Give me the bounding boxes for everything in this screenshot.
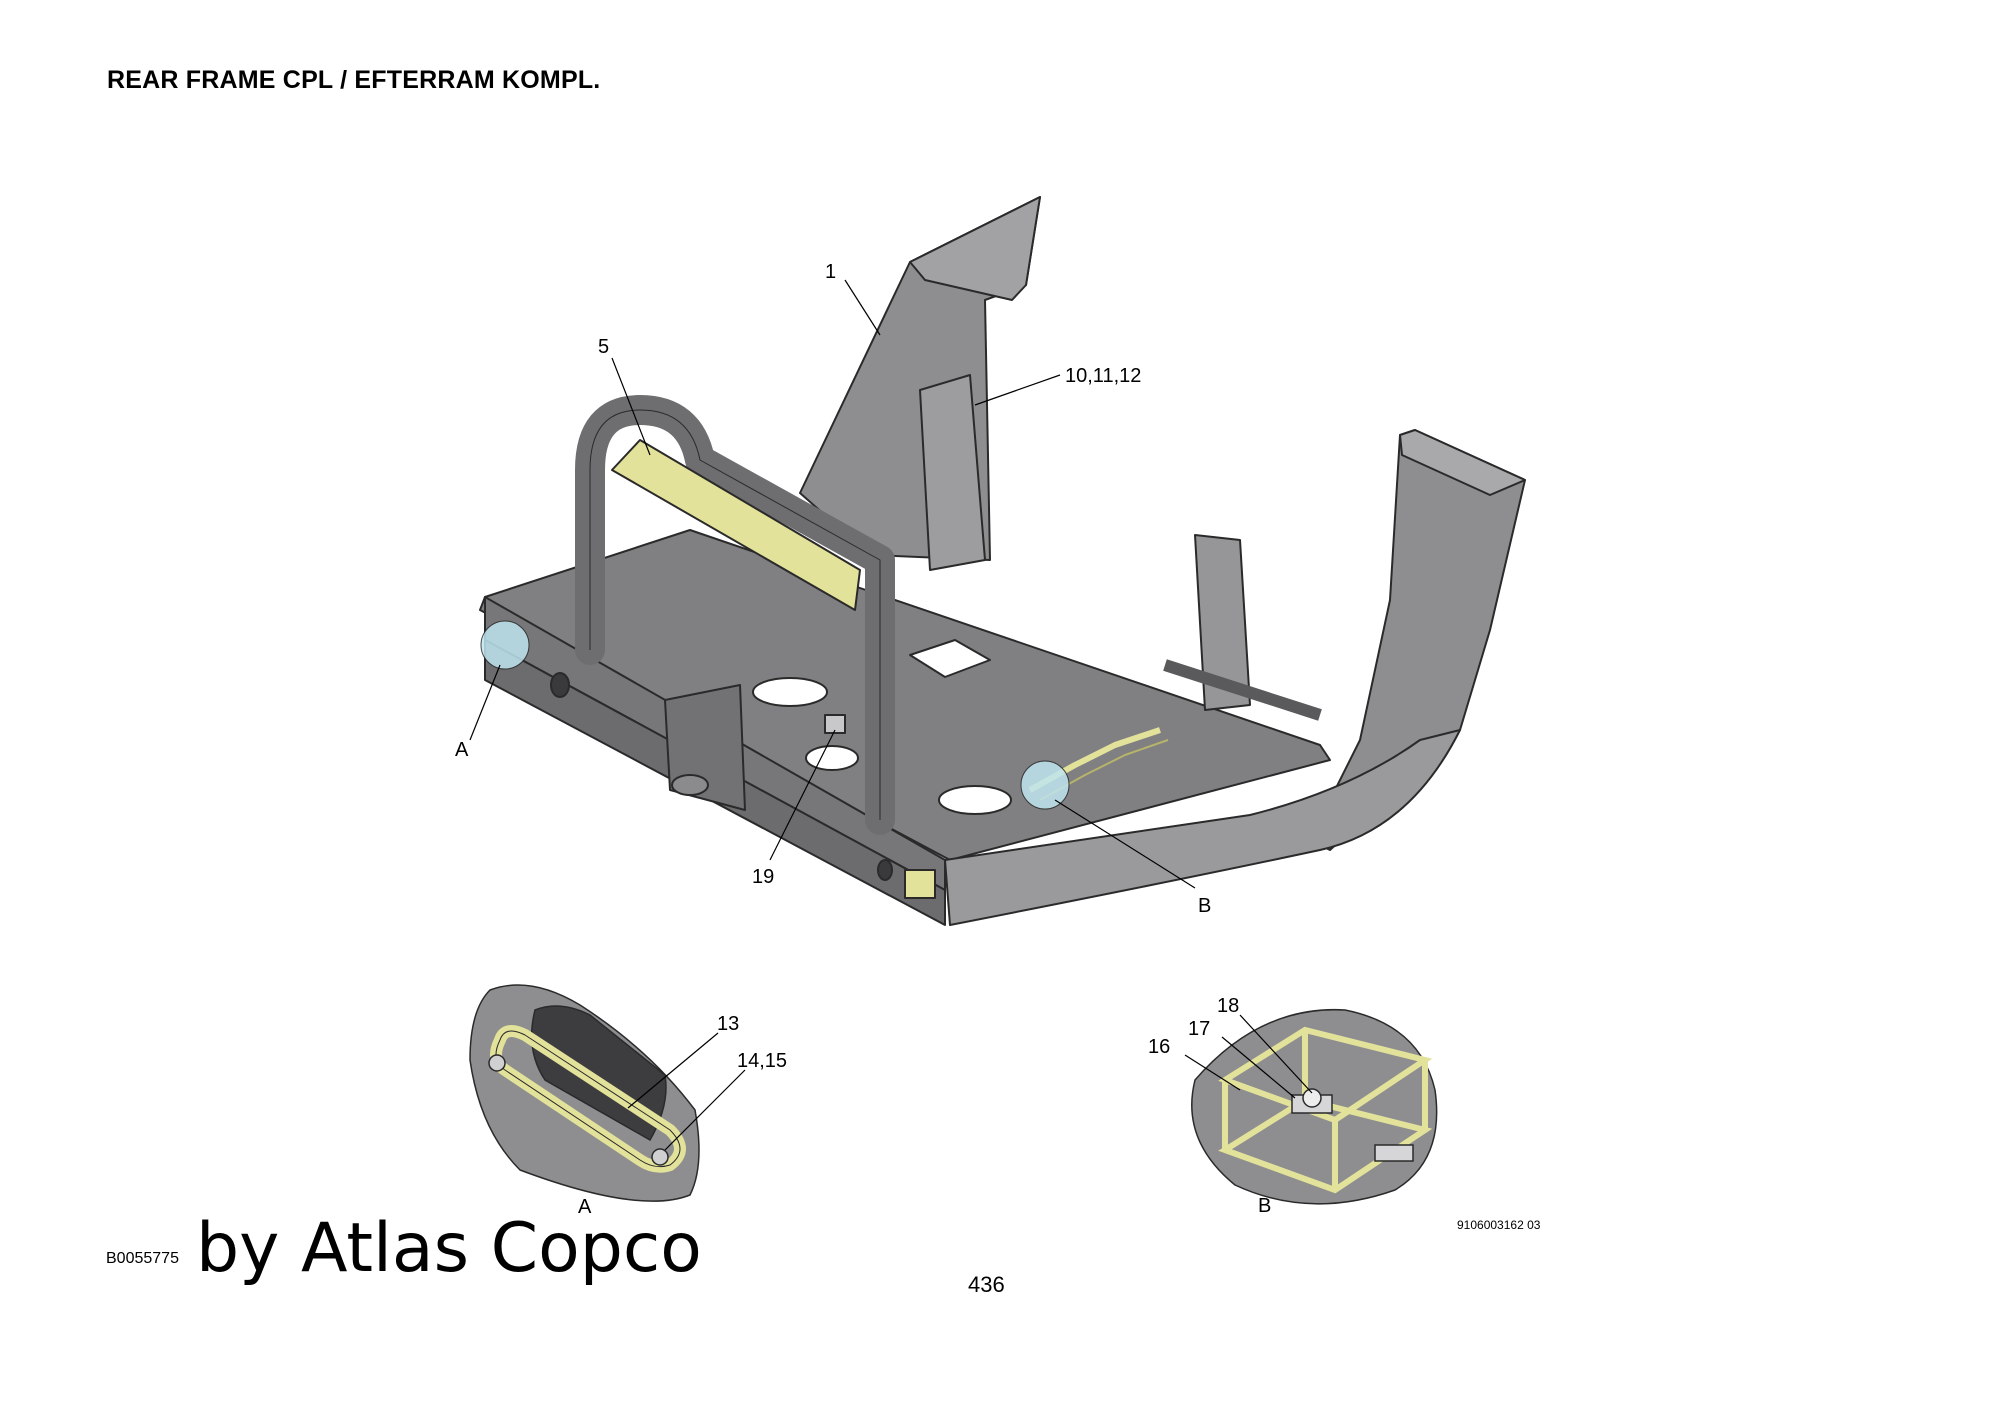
right-curved-beam [944, 729, 1461, 926]
deck-hole [805, 745, 859, 771]
cross-tube [1163, 659, 1322, 721]
right-upright-top [1399, 429, 1526, 496]
deck-hole [938, 785, 1012, 815]
bolt-14-15 [651, 1148, 669, 1166]
watermark: by Atlas Copco [196, 1209, 702, 1288]
bracket-19 [824, 714, 846, 734]
rear-frame-assembly [479, 196, 1526, 926]
callout-18: 18 [1217, 995, 1239, 1017]
callout-5: 5 [598, 336, 609, 358]
detail-b-leaders [1184, 1014, 1313, 1099]
detail-b-view [1191, 1008, 1438, 1205]
page-title: REAR FRAME CPL / EFTERRAM KOMPL. [107, 66, 601, 94]
callout-a: A [455, 739, 469, 761]
detail-circle-b [1020, 760, 1070, 810]
callout-16: 16 [1148, 1036, 1170, 1058]
nut-18 [1302, 1088, 1322, 1108]
left-upright-plate-face [909, 196, 1041, 301]
callout-19: 19 [752, 866, 774, 888]
callout-b-detail: B [1258, 1195, 1271, 1217]
cable-tray-detail [1218, 1026, 1433, 1194]
detail-circle-a [480, 620, 530, 670]
deck-hole [752, 677, 828, 707]
leader-lines [469, 279, 1196, 889]
callout-a-detail: A [578, 1196, 592, 1218]
page-number: 436 [968, 1272, 1005, 1297]
callout-1: 1 [825, 261, 836, 283]
side-port [550, 672, 570, 698]
detail-a-leaders [627, 1032, 746, 1151]
deck-cutout [909, 639, 991, 678]
part-code: B0055775 [106, 1250, 179, 1267]
small-right-post [1194, 534, 1251, 711]
bolt-14-15 [488, 1054, 506, 1072]
detail-a-view [469, 984, 700, 1202]
side-port [877, 859, 893, 881]
hitch-eye [671, 774, 709, 796]
front-flange [904, 869, 936, 899]
rear-cover-plate [611, 439, 861, 611]
clamp-lower [1374, 1144, 1414, 1162]
callout-b: B [1198, 895, 1211, 917]
callout-14-15: 14,15 [737, 1050, 787, 1072]
callout-13: 13 [717, 1013, 739, 1035]
center-post [919, 374, 986, 571]
roll-bar-outline [589, 409, 881, 820]
drawing-reference: 9106003162 03 [1457, 1218, 1541, 1232]
callout-17: 17 [1188, 1018, 1210, 1040]
callout-10-11-12: 10,11,12 [1065, 365, 1141, 387]
frame-deck [479, 529, 1331, 861]
